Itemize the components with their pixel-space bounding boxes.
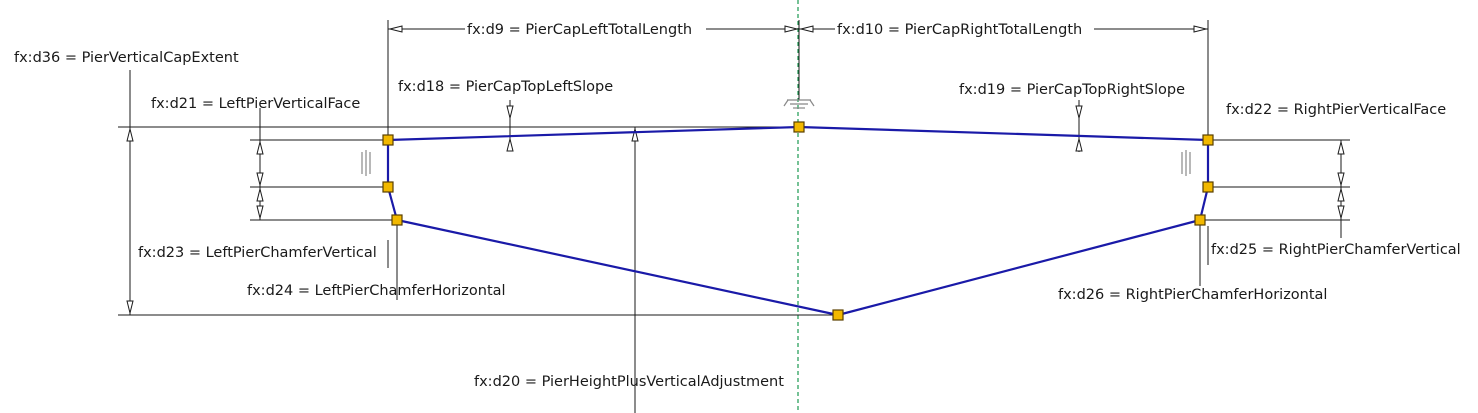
node-top-center[interactable] bbox=[793, 121, 805, 133]
node-left-chamfer[interactable] bbox=[391, 214, 403, 226]
node-right-face[interactable] bbox=[1202, 181, 1214, 193]
dim-label-d10[interactable]: fx:d10 = PierCapRightTotalLength bbox=[837, 22, 1082, 38]
dim-label-d18[interactable]: fx:d18 = PierCapTopLeftSlope bbox=[398, 79, 613, 95]
dim-label-d23[interactable]: fx:d23 = LeftPierChamferVertical bbox=[138, 245, 377, 261]
dim-label-d19[interactable]: fx:d19 = PierCapTopRightSlope bbox=[959, 82, 1185, 98]
dim-label-d26[interactable]: fx:d26 = RightPierChamferHorizontal bbox=[1058, 287, 1327, 303]
node-left-face[interactable] bbox=[382, 181, 394, 193]
node-right-top[interactable] bbox=[1202, 134, 1214, 146]
dimension-arrows bbox=[126, 25, 1345, 314]
dim-label-d9[interactable]: fx:d9 = PierCapLeftTotalLength bbox=[467, 22, 692, 38]
ground-symbol-icon bbox=[783, 99, 815, 109]
profile-nodes bbox=[382, 121, 1214, 321]
dim-label-d21[interactable]: fx:d21 = LeftPierVerticalFace bbox=[151, 96, 360, 112]
dimension-lines bbox=[118, 20, 1350, 413]
node-left-top[interactable] bbox=[382, 134, 394, 146]
dim-label-d36[interactable]: fx:d36 = PierVerticalCapExtent bbox=[14, 50, 239, 66]
dim-label-d25[interactable]: fx:d25 = RightPierChamferVertical bbox=[1211, 242, 1461, 258]
node-right-chamfer[interactable] bbox=[1194, 214, 1206, 226]
dim-label-d20[interactable]: fx:d20 = PierHeightPlusVerticalAdjustmen… bbox=[474, 374, 784, 390]
dim-label-d24[interactable]: fx:d24 = LeftPierChamferHorizontal bbox=[247, 283, 506, 299]
node-bottom[interactable] bbox=[832, 309, 844, 321]
vertical-constraint-icon bbox=[361, 150, 1191, 176]
dim-label-d22[interactable]: fx:d22 = RightPierVerticalFace bbox=[1226, 102, 1446, 118]
